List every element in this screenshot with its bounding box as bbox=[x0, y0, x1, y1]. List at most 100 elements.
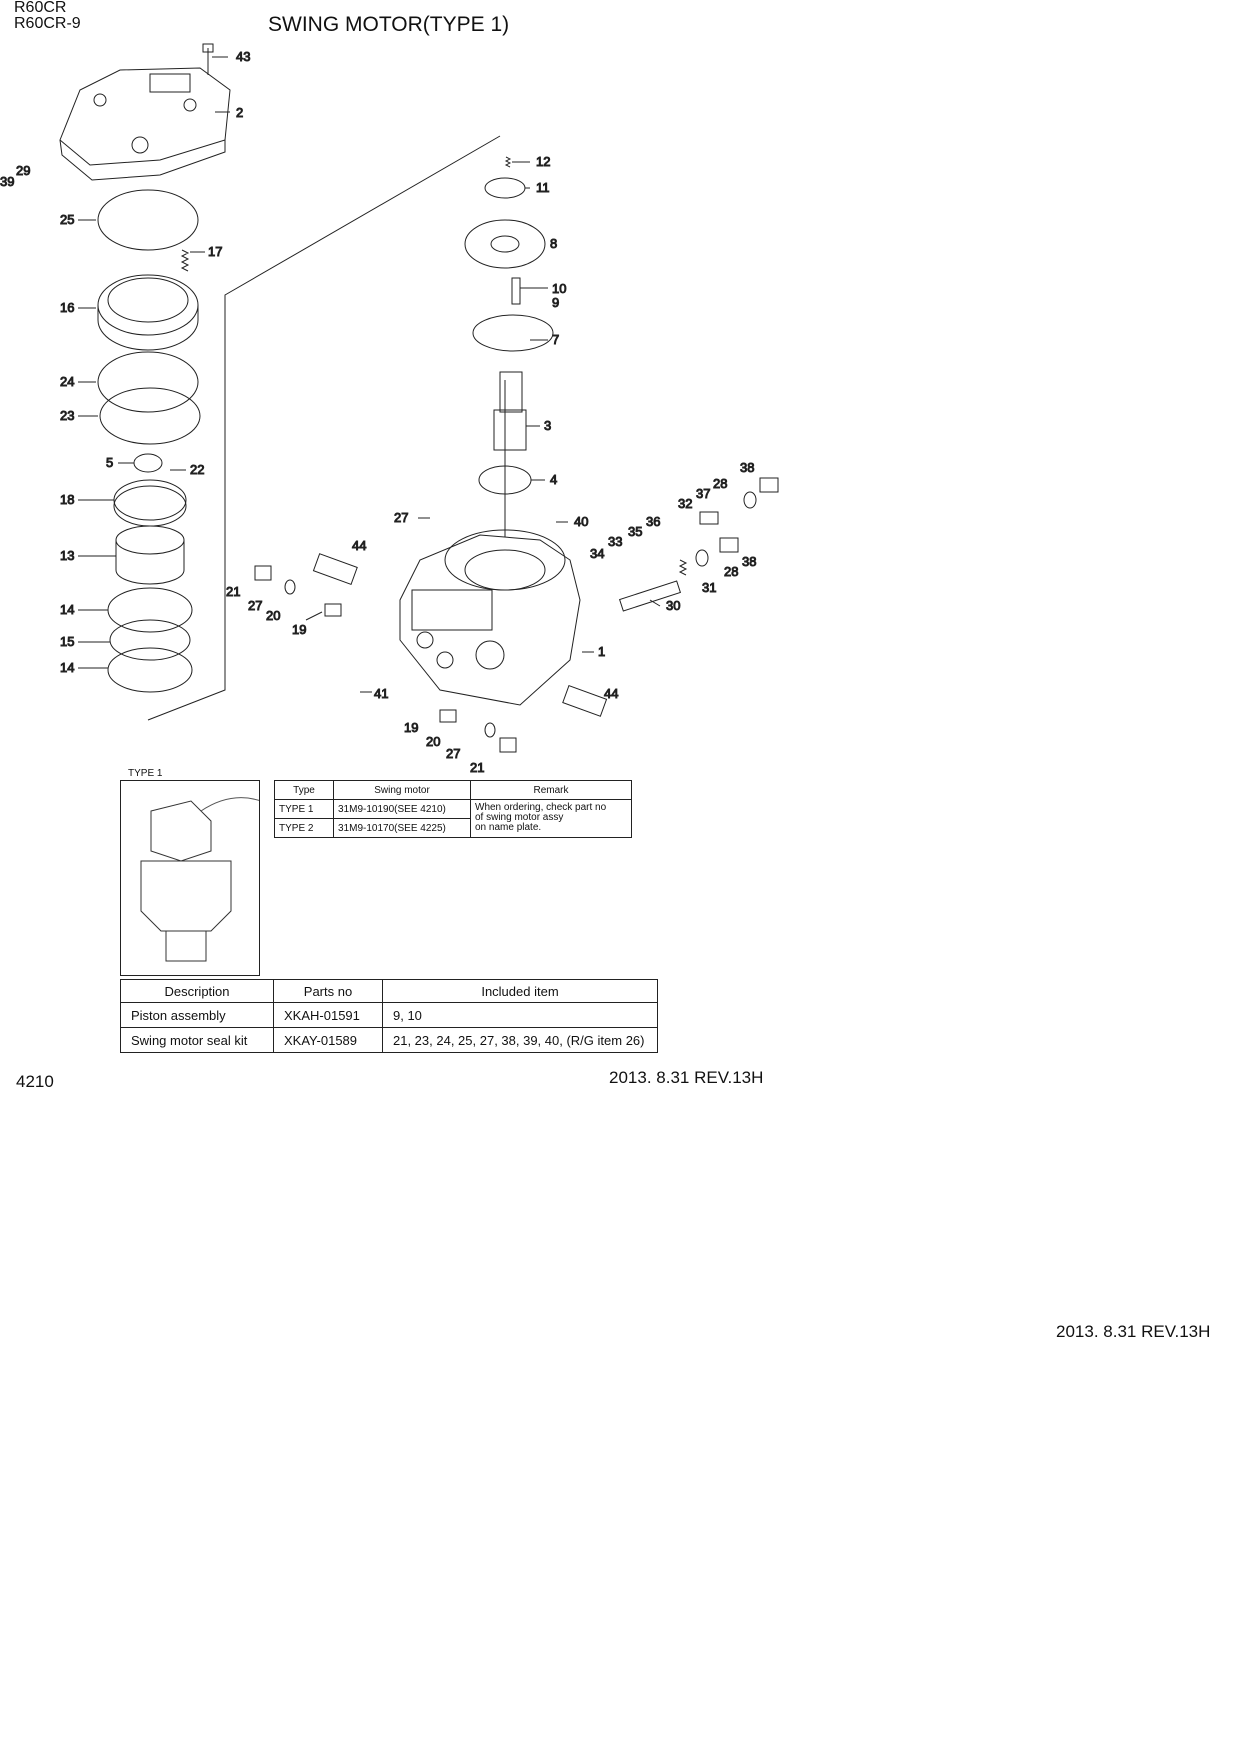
remark-line: of swing motor assy bbox=[475, 812, 564, 823]
part-label: 33 bbox=[608, 534, 622, 549]
part-label: 15 bbox=[60, 634, 74, 649]
part-label: 5 bbox=[106, 455, 113, 470]
part-label: 28 bbox=[724, 564, 738, 579]
page-title: SWING MOTOR(TYPE 1) bbox=[268, 13, 510, 36]
part-label: 9 bbox=[552, 295, 559, 310]
part-callouts: 43 2 29 39 25 17 16 24 23 5 22 18 13 14 … bbox=[0, 49, 757, 776]
part-label: 21 bbox=[470, 760, 484, 775]
part-label: 37 bbox=[696, 486, 710, 501]
cover-part-drawing bbox=[59, 43, 231, 181]
part-label: 27 bbox=[446, 746, 460, 761]
part-label: 28 bbox=[713, 476, 727, 491]
part-label: 7 bbox=[552, 332, 559, 347]
revision-stamp-outer: 2013. 8.31 REV.13H bbox=[1056, 1322, 1211, 1341]
part-label: 43 bbox=[236, 49, 250, 64]
assembly-guide-line bbox=[147, 135, 501, 721]
remark-col-header: Remark bbox=[470, 780, 632, 800]
part-label: 11 bbox=[536, 180, 550, 195]
part-label: 31 bbox=[702, 580, 716, 595]
part-label: 35 bbox=[628, 524, 642, 539]
parts-no-cell: XKAY-01589 bbox=[273, 1027, 383, 1053]
separator-plate-15 bbox=[109, 619, 191, 661]
part-label: 22 bbox=[190, 462, 204, 477]
spring-17 bbox=[180, 249, 190, 272]
description-col-header: Description bbox=[120, 979, 274, 1003]
part-label: 8 bbox=[550, 236, 557, 251]
part-label: 3 bbox=[544, 418, 551, 433]
parts-no-col-header: Parts no bbox=[273, 979, 383, 1003]
part-label: 20 bbox=[266, 608, 280, 623]
description-cell: Swing motor seal kit bbox=[120, 1027, 274, 1053]
table-row: Piston assembly XKAH-01591 9, 10 bbox=[120, 1002, 658, 1028]
part-label: 30 bbox=[666, 598, 680, 613]
cylinder-block-13 bbox=[115, 525, 185, 585]
part-label: 13 bbox=[60, 548, 74, 563]
part-label: 10 bbox=[552, 281, 566, 296]
swing-motor-cell: 31M9-10170(SEE 4225) bbox=[333, 818, 471, 838]
included-cell: 21, 23, 24, 25, 27, 38, 39, 40, (R/G ite… bbox=[382, 1027, 658, 1053]
part-label: 14 bbox=[60, 660, 74, 675]
exploded-parts-diagram: 43 2 29 39 25 17 16 24 23 5 22 18 13 14 … bbox=[0, 43, 779, 776]
friction-plate-14b bbox=[107, 647, 193, 693]
part-label: 23 bbox=[60, 408, 74, 423]
part-label: 4 bbox=[550, 472, 557, 487]
table-row: Swing motor seal kit XKAY-01589 21, 23, … bbox=[120, 1027, 658, 1053]
swing-motor-cell: 31M9-10190(SEE 4210) bbox=[333, 799, 471, 819]
model-name-1: R60CR bbox=[14, 0, 67, 16]
model-name-2: R60CR-9 bbox=[14, 15, 81, 32]
swing-motor-thumbnail bbox=[140, 797, 262, 962]
part-label: 17 bbox=[208, 244, 222, 259]
o-ring-24 bbox=[97, 351, 199, 413]
part-label: 39 bbox=[0, 174, 14, 189]
part-label: 25 bbox=[60, 212, 74, 227]
part-label: 16 bbox=[60, 300, 74, 315]
type-col-header: Type bbox=[274, 780, 334, 800]
part-label: 24 bbox=[60, 374, 74, 389]
remark-line: When ordering, check part no bbox=[475, 802, 607, 813]
part-label: 27 bbox=[394, 510, 408, 525]
part-label: 34 bbox=[590, 546, 604, 561]
part-label: 32 bbox=[678, 496, 692, 511]
parts-no-cell: XKAH-01591 bbox=[273, 1002, 383, 1028]
o-ring-23 bbox=[99, 387, 201, 445]
included-cell: 9, 10 bbox=[382, 1002, 658, 1028]
bearing-ring-16 bbox=[97, 274, 199, 351]
part-label: 12 bbox=[536, 154, 550, 169]
remark-line: on name plate. bbox=[475, 822, 542, 833]
included-col-header: Included item bbox=[382, 979, 658, 1003]
part-label: 21 bbox=[226, 584, 240, 599]
o-ring-25 bbox=[97, 189, 199, 251]
valve-plate-18 bbox=[113, 479, 187, 527]
part-label: 20 bbox=[426, 734, 440, 749]
part-label: 44 bbox=[604, 686, 618, 701]
part-label: 18 bbox=[60, 492, 74, 507]
remark-cell: When ordering, check part no of swing mo… bbox=[470, 799, 632, 838]
part-label: 27 bbox=[248, 598, 262, 613]
bearing-5 bbox=[133, 453, 163, 473]
revision-stamp-inner: 2013. 8.31 REV.13H bbox=[609, 1068, 764, 1087]
swing-motor-col-header: Swing motor bbox=[333, 780, 471, 800]
part-label: 2 bbox=[236, 105, 243, 120]
part-label: 29 bbox=[16, 163, 30, 178]
relief-valve-parts bbox=[254, 477, 779, 753]
description-cell: Piston assembly bbox=[120, 1002, 274, 1028]
part-label: 38 bbox=[740, 460, 754, 475]
type1-preview-box bbox=[120, 780, 262, 976]
part-label: 14 bbox=[60, 602, 74, 617]
part-label: 19 bbox=[404, 720, 418, 735]
type-table: Type Swing motor Remark TYPE 1 31M9-1019… bbox=[274, 780, 632, 838]
kit-table: Description Parts no Included item Pisto… bbox=[120, 979, 658, 1053]
page-number: 4210 bbox=[16, 1072, 54, 1091]
friction-plate-14 bbox=[107, 587, 193, 633]
type1-box-label: TYPE 1 bbox=[128, 768, 163, 779]
type-cell: TYPE 1 bbox=[274, 799, 334, 819]
part-label: 36 bbox=[646, 514, 660, 529]
part-label: 1 bbox=[598, 644, 605, 659]
part-label: 44 bbox=[352, 538, 366, 553]
type-cell: TYPE 2 bbox=[274, 818, 334, 838]
main-housing-1 bbox=[399, 529, 581, 706]
part-label: 41 bbox=[374, 686, 388, 701]
part-label: 40 bbox=[574, 514, 588, 529]
part-label: 19 bbox=[292, 622, 306, 637]
right-column-parts bbox=[464, 156, 554, 570]
